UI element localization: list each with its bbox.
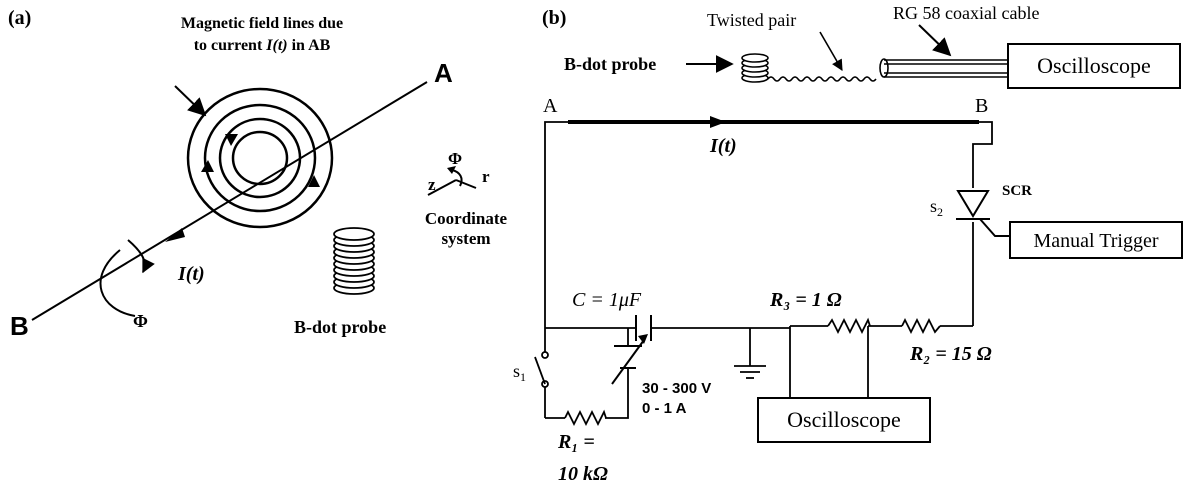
r1-label-line2: 10 kΩ: [558, 463, 608, 485]
coord-phi-arrow: [447, 166, 456, 174]
coord-z-label: z: [428, 175, 436, 194]
node-b-label: B: [975, 95, 988, 117]
oscilloscope-top-box: [1007, 43, 1181, 89]
coord-r-label: r: [482, 167, 490, 186]
resistor-r1: [564, 409, 607, 427]
twisted-pair-wire: [767, 76, 877, 82]
twisted-pair-arrow: [819, 31, 843, 71]
s1-label: s1: [513, 361, 526, 384]
twisted-pair-label: Twisted pair: [707, 10, 796, 30]
panel-a-label: (a): [8, 7, 31, 29]
r1-label-line1: R₁ =: [557, 431, 595, 453]
field-lines: [186, 87, 334, 229]
coax-arrow: [918, 24, 952, 57]
current-label: I(t): [177, 263, 205, 285]
switch-s1: [534, 351, 549, 388]
resistor-r2: [901, 317, 941, 335]
coordinate-system: [427, 169, 477, 196]
field-lines-label-line2: to current I(t) in AB: [194, 37, 331, 54]
r3-label: R₃ = 1 Ω: [769, 289, 842, 311]
oscilloscope-bottom-label: Oscilloscope: [787, 407, 901, 432]
circuit-wires: [544, 121, 993, 419]
source-current-label: 0 - 1 A: [642, 400, 687, 417]
phi-circulation: [99, 249, 136, 317]
phi-label: Φ: [133, 311, 148, 331]
oscilloscope-top-label: Oscilloscope: [1037, 53, 1151, 78]
b-dot-probe-icon-small: [741, 53, 769, 83]
b-dot-probe-icon: [333, 227, 375, 295]
conductor-current-label: I(t): [709, 135, 737, 157]
scr-symbol: [956, 190, 1010, 237]
coax-label: RG 58 coaxial cable: [893, 3, 1039, 23]
node-a-label: A: [543, 95, 558, 117]
field-direction-arrows: [201, 134, 320, 187]
point-b-label: B: [10, 311, 29, 341]
scr-label: SCR: [1002, 183, 1032, 199]
resistor-r3: [827, 317, 871, 335]
manual-trigger-label: Manual Trigger: [1034, 230, 1159, 252]
panel-a: (a) Magnetic field lines due to current …: [8, 7, 508, 341]
coord-label-line1: Coordinate: [425, 209, 508, 228]
panel-b: (b) B-dot probe Twisted pair RG 58 coaxi…: [513, 3, 1183, 485]
coax-cable: [879, 58, 1008, 78]
oscilloscope-bottom-box: [757, 397, 931, 443]
capacitor-label: C = 1μF: [572, 289, 642, 311]
current-arrow: [165, 228, 185, 242]
point-a-label: A: [434, 58, 453, 88]
manual-trigger-box[interactable]: [1009, 221, 1183, 259]
r2-label: R₂ = 15 Ω: [909, 343, 992, 365]
coord-phi-label: Φ: [448, 149, 462, 168]
conductor-current-arrow: [710, 116, 726, 128]
panel-b-label: (b): [542, 7, 566, 29]
field-label-arrow: [174, 85, 207, 117]
wire-ab: [31, 81, 428, 321]
coord-label-line2: system: [441, 229, 490, 248]
s2-label: s2: [930, 196, 943, 219]
field-lines-label-line1: Magnetic field lines due: [181, 15, 343, 32]
source-voltage-label: 30 - 300 V: [642, 380, 711, 397]
phi-circulation-arrow: [127, 239, 155, 274]
probe-label-a: B-dot probe: [294, 317, 386, 337]
variable-source: [611, 339, 645, 385]
variable-source-arrow: [638, 334, 648, 344]
ground-icon: [734, 365, 766, 379]
capacitor-c: [635, 315, 652, 341]
probe-label-b: B-dot probe: [564, 54, 656, 74]
